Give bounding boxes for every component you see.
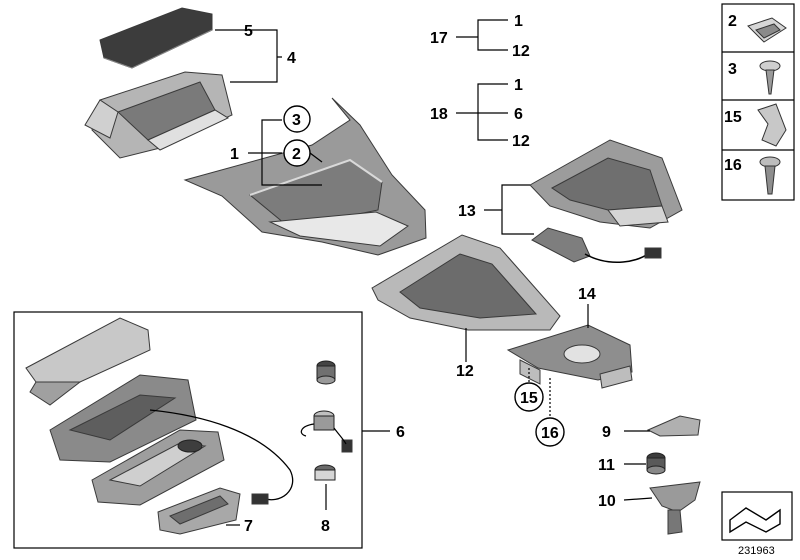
label-17-1: 1: [514, 13, 523, 30]
label-11: 11: [598, 457, 615, 474]
legend-label-3: 3: [728, 61, 737, 78]
part-14-base-plate: [506, 324, 633, 389]
legend-label-2: 2: [728, 13, 737, 30]
label-18-1: 1: [514, 77, 523, 94]
label-3: 3: [292, 112, 301, 129]
label-16: 16: [541, 425, 559, 442]
label-8: 8: [321, 518, 330, 535]
label-9: 9: [602, 424, 611, 441]
reference-arrow-icon: [721, 491, 793, 541]
screw-icon: [759, 60, 781, 95]
part-5-mat: [99, 7, 213, 69]
inset-box: [13, 311, 363, 549]
label-18: 18: [430, 106, 448, 123]
part-13-gear-trim: [529, 139, 683, 263]
label-2: 2: [292, 146, 301, 163]
circled-labels: [283, 105, 565, 447]
label-14: 14: [578, 286, 596, 303]
label-10: 10: [598, 493, 616, 510]
label-7: 7: [244, 518, 253, 535]
reference-number: 231963: [738, 545, 775, 557]
label-12: 12: [456, 363, 474, 380]
label-17-12: 12: [512, 43, 530, 60]
label-18-12: 12: [512, 133, 530, 150]
part-1-console-trim: [183, 97, 427, 256]
part-4-tray: [84, 71, 233, 159]
part-11-socket: [646, 452, 666, 475]
screw-large-icon: [759, 156, 781, 195]
part-12-gear-surround: [371, 234, 561, 331]
label-4: 4: [287, 50, 296, 67]
label-13: 13: [458, 203, 476, 220]
label-1: 1: [230, 146, 239, 163]
label-5: 5: [244, 23, 253, 40]
part-10-funnel: [649, 481, 701, 535]
legend-label-16: 16: [724, 157, 742, 174]
small-parts-legend: 2 3 15 16: [721, 3, 795, 201]
part-9-cover: [646, 415, 701, 437]
label-18-6: 6: [514, 106, 523, 123]
leader-lines: [215, 19, 653, 526]
number-labels: 5 4 3 2 1 17 1 12 18 1 6 12 13 12 14 15 …: [230, 13, 616, 535]
label-6: 6: [396, 424, 405, 441]
spring-clip-icon: [757, 103, 787, 147]
label-17: 17: [430, 30, 448, 47]
legend-label-15: 15: [724, 109, 742, 126]
clip-nut-icon: [747, 17, 787, 43]
label-15: 15: [520, 390, 538, 407]
